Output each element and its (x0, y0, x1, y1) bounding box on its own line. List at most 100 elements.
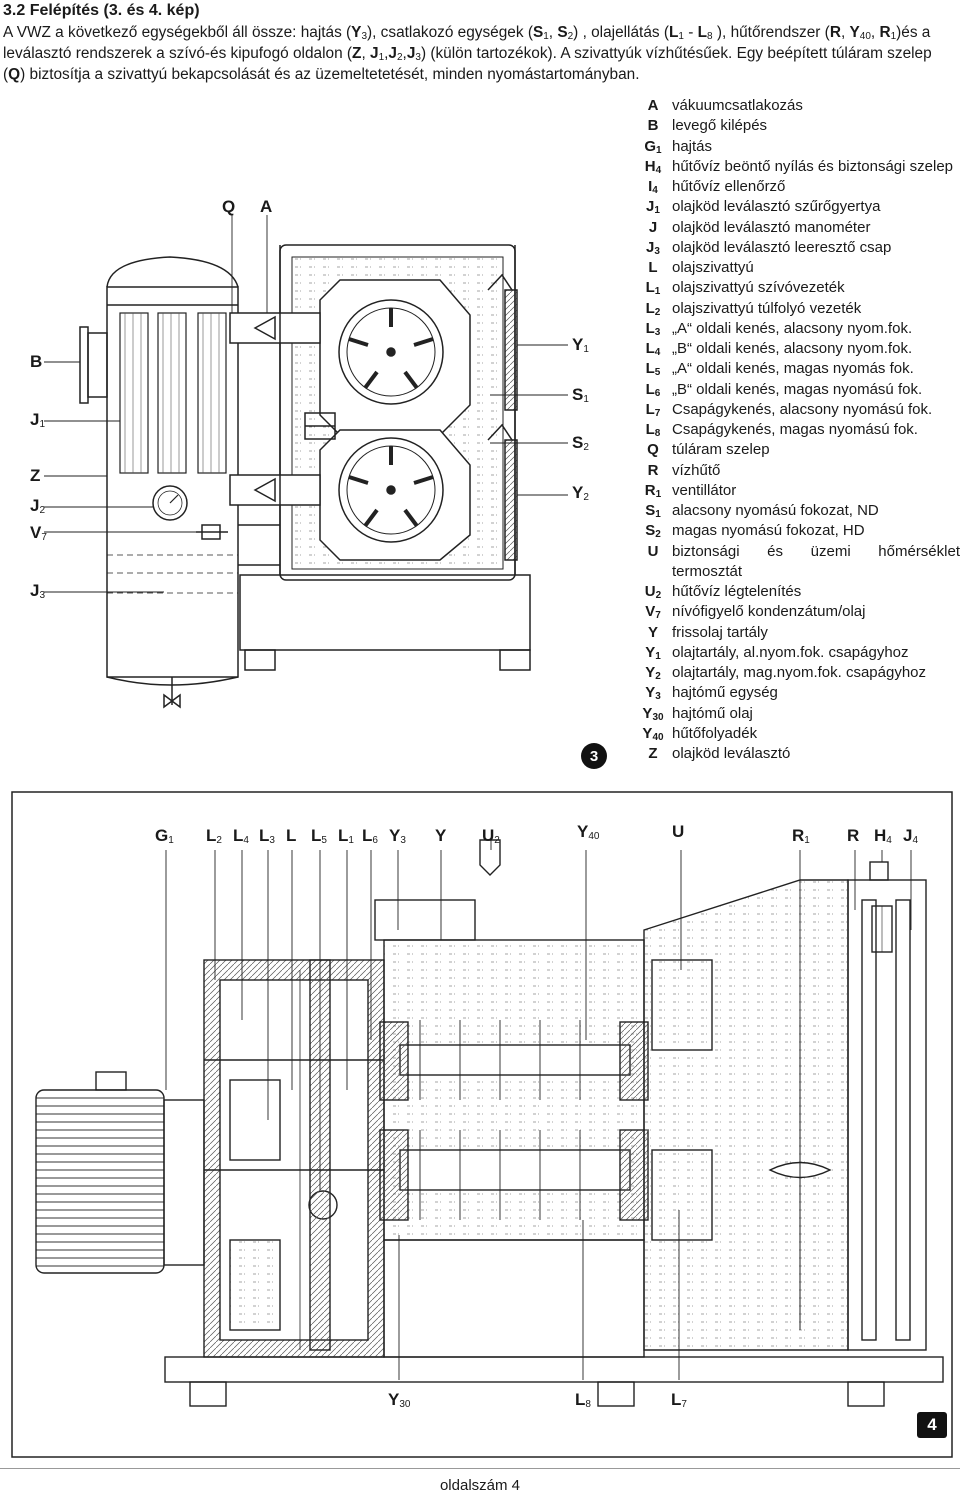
legend-item: H4 hűtővíz beöntő nyílás és biztonsági sz… (636, 157, 960, 177)
legend-code: S1 (645, 502, 661, 520)
legend-code: Y40 (642, 724, 664, 743)
legend-item: V7 nívófigyelő kondenzátum/olaj (636, 602, 960, 622)
legend-code: J3 (646, 238, 660, 257)
fig3-label-j1: J1 (30, 410, 46, 430)
legend-description: alacsony nyomású fokozat, ND (672, 502, 879, 519)
legend-description: olajköd leválasztó szűrőgyertya (672, 198, 881, 216)
legend-description: olajköd leválasztó manométer (672, 218, 871, 236)
figure-3: Q A B J1 Z J2 V7 J3 Y1 S1 S2 Y2 3 (0, 95, 630, 785)
legend-code: S2 (645, 522, 661, 541)
fig4-label-l8: L8 (575, 1390, 591, 1410)
section-heading: 3.2 Felépítés (3. és 4. kép) (3, 2, 200, 19)
fig3-label-b: B (30, 352, 43, 371)
legend-code: Y2 (645, 664, 661, 682)
legend-code: Y3 (645, 684, 661, 703)
fig3-label-a: A (260, 197, 273, 216)
page-number: oldalszám 4 (439, 1477, 521, 1494)
fig3-label-j3: J3 (30, 581, 46, 601)
fig4-label-l2: L2 (206, 826, 222, 846)
fig4-label-l3: L3 (259, 826, 275, 846)
fig3-label-j2: J2 (30, 496, 46, 516)
footer-divider (0, 1468, 960, 1469)
legend-description: Csapágykenés, alacsony nyomású fok. (672, 400, 933, 418)
legend-description: olajköd leválasztó leeresztő csap (672, 238, 892, 256)
figure-4: G1 L2 L4 L3 L L5 L1 L6 Y3 Y U2 Y40 U R1 … (0, 790, 960, 1460)
legend-item: L4„B“ oldali kenés, alacsony nyom.fok. (636, 339, 960, 359)
legend-description: „A“ oldali kenés, magas nyomás fok. (672, 360, 914, 378)
legend-description: magas nyomású fokozat, HD (672, 522, 865, 540)
legend-code: Y (647, 623, 658, 641)
legend-code: R (647, 461, 659, 479)
legend-code: U2 (644, 583, 662, 601)
legend-description: nívófigyelő kondenzátum/olaj (672, 603, 866, 621)
legend-description: olajszivattyú túlfolyó vezeték (672, 299, 862, 317)
legend-code: Y30 (642, 704, 664, 723)
legend-description: olajköd leválasztó (672, 745, 791, 762)
legend-description: ventillátor (672, 481, 737, 499)
legend-description: hajtómű olaj (672, 704, 753, 722)
legend-code: H4 (644, 157, 662, 176)
legend-code: U (647, 542, 659, 560)
legend-code: L8 (645, 421, 661, 439)
fig4-label-l7: L7 (671, 1390, 687, 1410)
legend-description: túláram szelep (672, 441, 770, 459)
legend-code: Q (647, 441, 659, 459)
fig4-label-u2: U2 (482, 826, 500, 846)
legend-description: hűtővíz beöntő nyílás és biztonsági szel… (672, 157, 954, 175)
fig4-label-r: R (847, 826, 860, 845)
fig4-label-g1: G1 (155, 826, 174, 846)
legend-item: L3„A“ oldali kenés, alacsony nyom.fok. (636, 319, 960, 339)
legend-code: J1 (646, 198, 660, 217)
fig4-label-l: L (286, 826, 297, 845)
legend-description: hűtőfolyadék (672, 724, 758, 742)
legend-item: Y2 olajtartály, mag.nyom.fok. csapágyhoz (636, 663, 960, 683)
legend-description: olajtartály, mag.nyom.fok. csapágyhoz (672, 664, 927, 681)
legend-code: L3 (645, 319, 661, 338)
fig3-label-s1: S1 (572, 385, 589, 405)
legend-description: hűtővíz ellenőrző (672, 178, 786, 195)
fig3-label-s2: S2 (572, 433, 589, 453)
fig3-label-z: Z (30, 466, 41, 485)
fig4-label-y3: Y3 (389, 826, 406, 846)
fig4-label-r1: R1 (792, 826, 810, 846)
legend-code: V7 (645, 603, 661, 622)
fig4-label-y40: Y40 (577, 822, 600, 842)
fig4-label-y: Y (435, 826, 447, 845)
legend-description: biztonsági és üzemi hőmérséklet termoszt… (672, 542, 960, 580)
legend-code: A (647, 97, 659, 114)
fig4-label-j4: J4 (903, 826, 919, 846)
legend-description: frissolaj tartály (672, 623, 768, 641)
legend-code: L6 (645, 380, 661, 399)
legend-code: Z (648, 745, 658, 762)
legend-description: olajszivattyú (672, 259, 754, 276)
fig3-label-q: Q (222, 197, 236, 216)
fig3-label-y1: Y1 (572, 335, 589, 355)
fig4-label-l4: L4 (233, 826, 249, 846)
legend-code: L1 (645, 279, 661, 298)
legend-code: B (647, 117, 659, 135)
legend-description: „B“ oldali kenés, alacsony nyom.fok. (672, 340, 913, 357)
pump-cross-section-diagram (44, 215, 568, 709)
legend-code: L (648, 259, 658, 276)
legend-description: hajtás (672, 137, 713, 155)
legend-item: S2 magas nyomású fokozat, HD (636, 521, 960, 541)
legend-code: J (648, 218, 658, 236)
fig4-label-l5: L5 (311, 826, 327, 846)
